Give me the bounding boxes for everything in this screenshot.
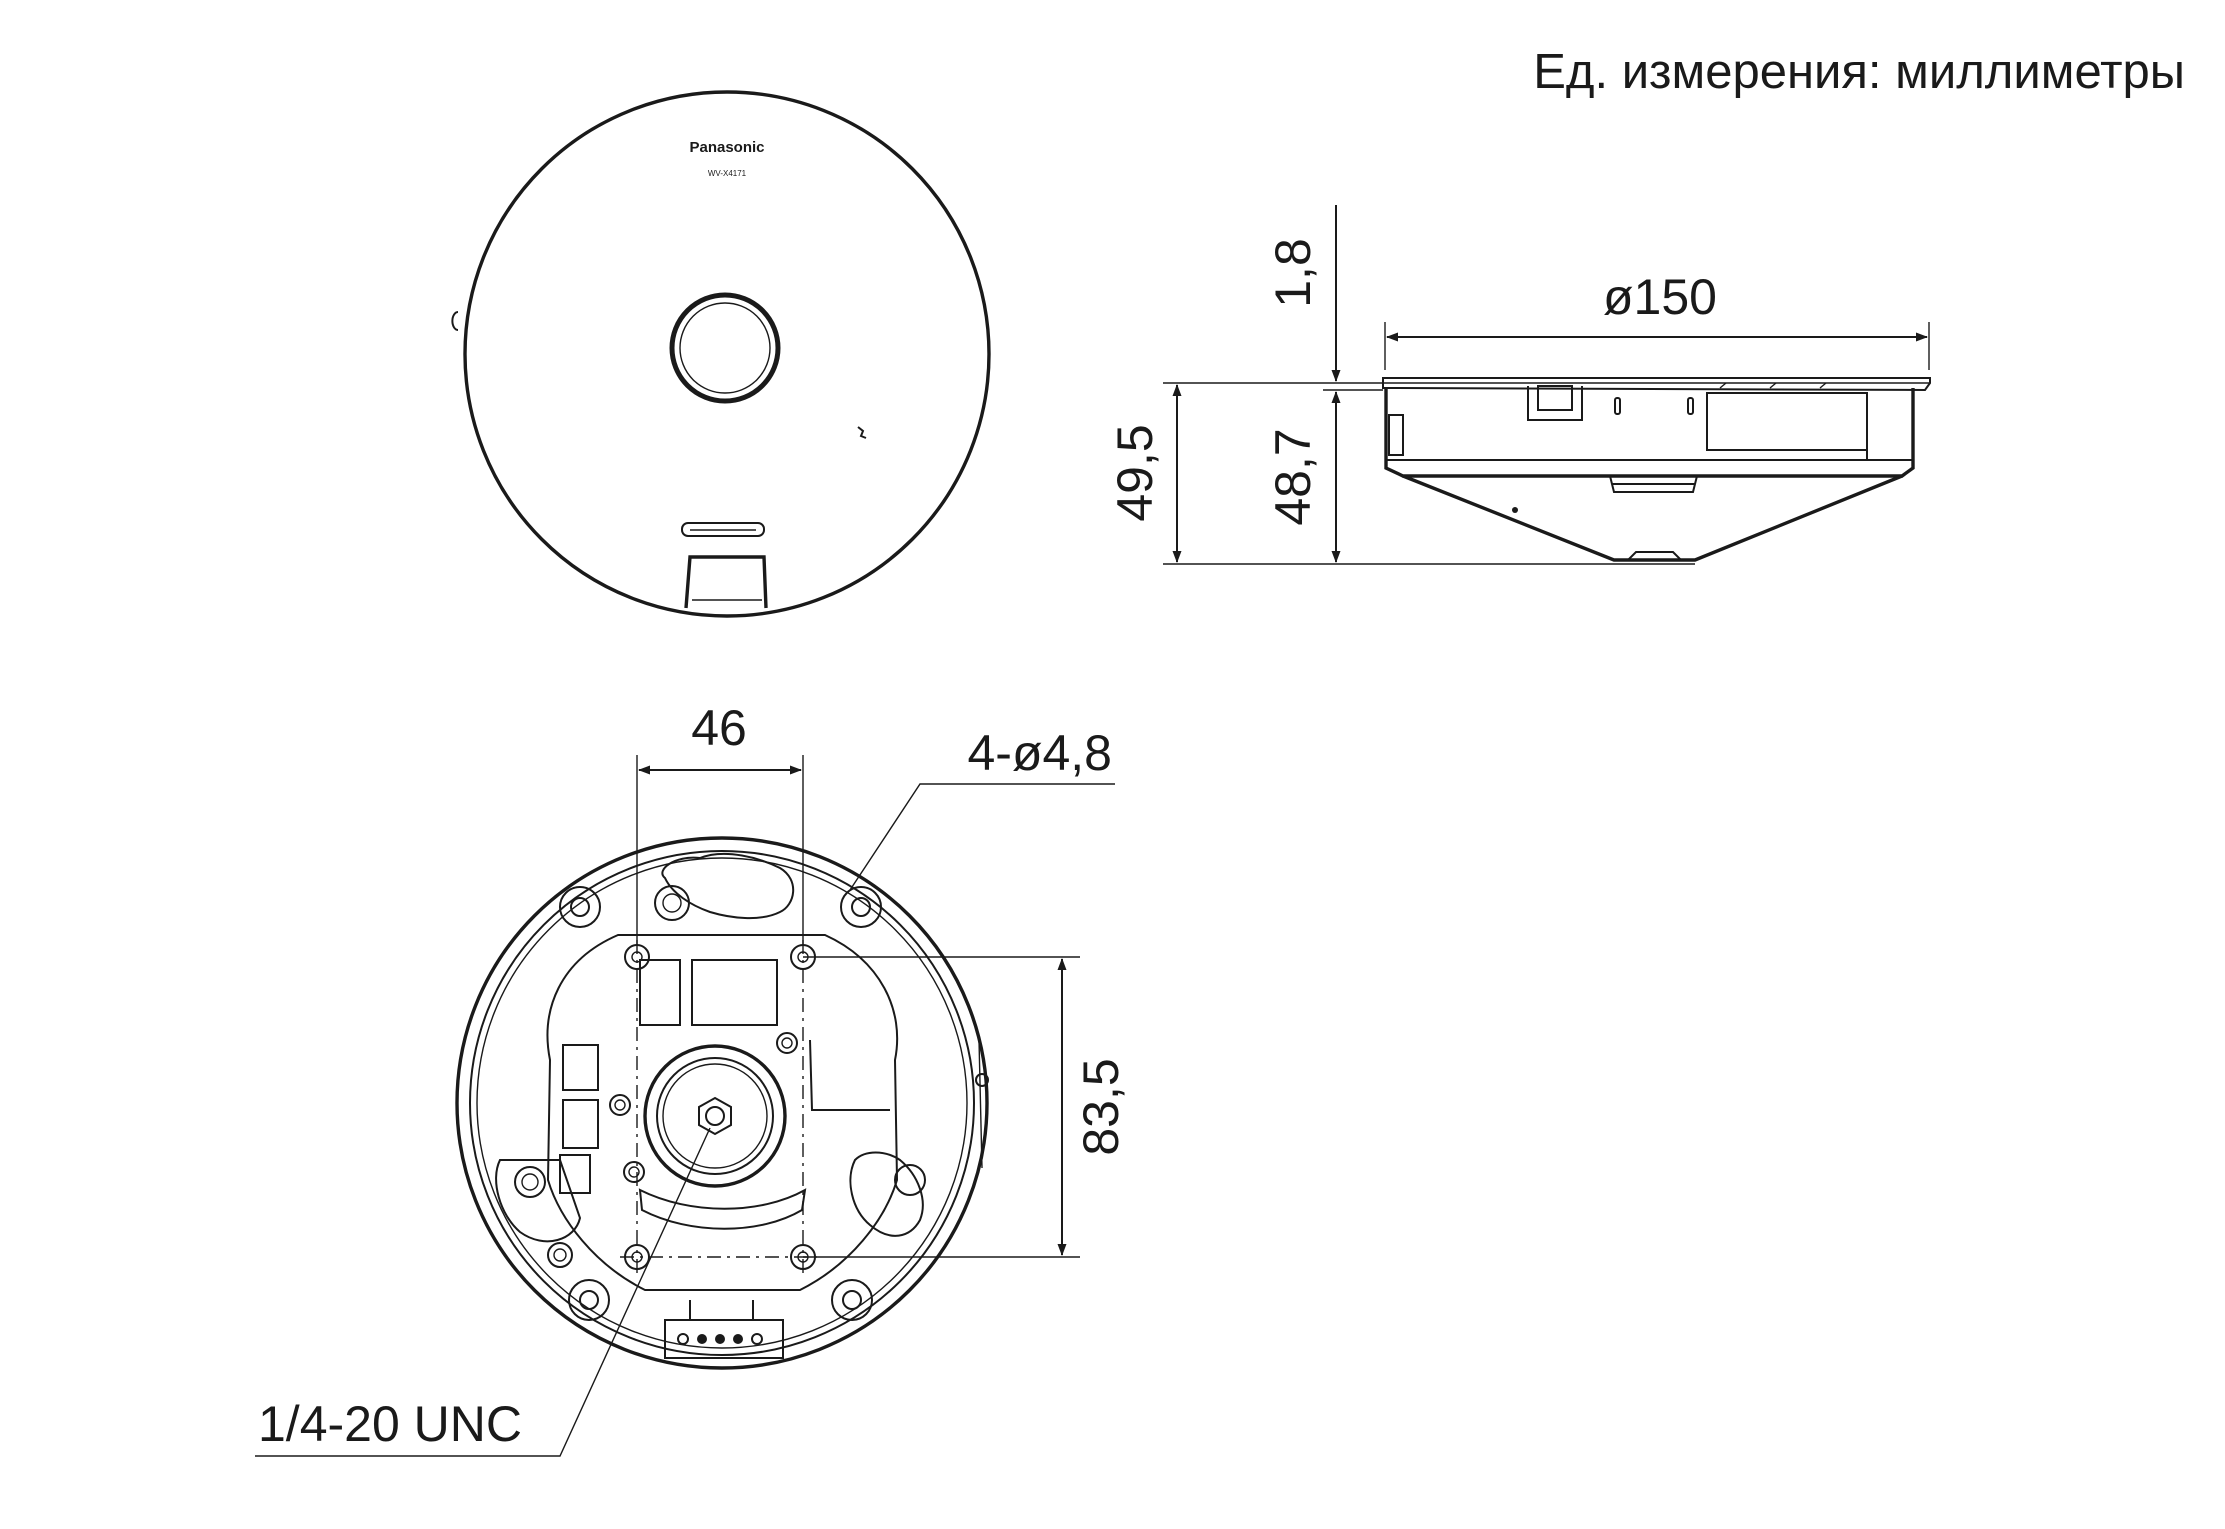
model-label: WV-X4171 <box>708 169 747 178</box>
base-outer-ring <box>455 836 989 1370</box>
brand-logo-text: Panasonic <box>689 139 764 156</box>
center-mount <box>643 1044 787 1188</box>
dim-hole-spacing-h: 46 <box>691 700 747 756</box>
dim-hole-spacing-v: 83,5 <box>1073 1058 1129 1155</box>
base-view <box>455 836 989 1370</box>
i-pro-logo <box>681 522 765 537</box>
side-view <box>1382 377 1931 562</box>
dim-thread: 1/4-20 UNC <box>258 1396 522 1452</box>
dim-holes: 4-ø4,8 <box>967 725 1112 781</box>
dim-body-height: 48,7 <box>1265 428 1321 525</box>
side-notch <box>451 311 459 331</box>
base-inner-plate <box>546 934 899 1291</box>
top-view-outline <box>463 90 991 618</box>
base-view-dimensions: 46 83,5 4-ø4,8 1/4-20 UNC <box>255 700 1129 1457</box>
dim-diameter: ø150 <box>1603 269 1717 325</box>
side-body-outline <box>1384 388 1915 478</box>
units-label: Ед. измерения: миллиметры <box>1533 45 2185 99</box>
dim-top-gap: 1,8 <box>1265 238 1321 308</box>
led-indicator <box>857 426 867 439</box>
center-nut <box>698 1096 732 1136</box>
front-tab <box>684 555 768 609</box>
side-dome <box>1402 474 1903 562</box>
side-view-dimensions: ø150 1,8 49,5 48,7 <box>1107 205 1930 565</box>
dim-total-height: 49,5 <box>1107 424 1163 521</box>
top-view: Panasonic WV-X4171 <box>451 90 991 618</box>
lens-ring <box>669 292 781 404</box>
mounting-holes <box>624 944 816 1270</box>
